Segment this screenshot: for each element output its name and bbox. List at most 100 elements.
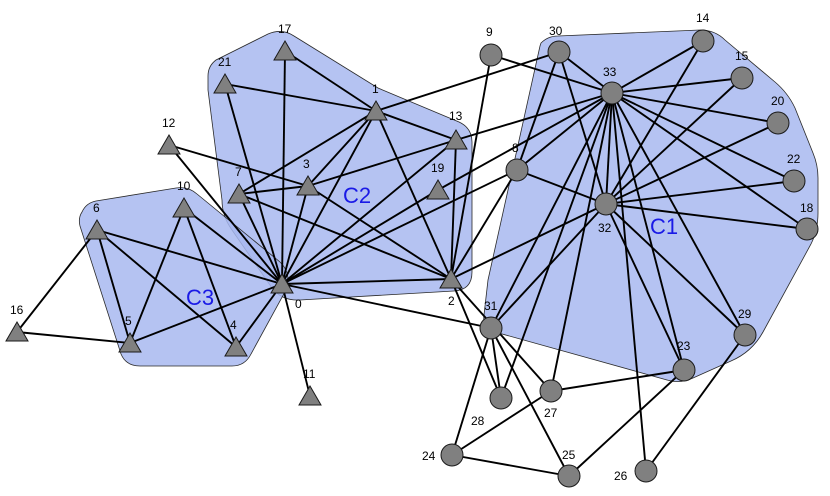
node-17: 17 — [273, 22, 297, 61]
node-26: 26 — [614, 459, 658, 483]
node-8: 8 — [505, 141, 529, 182]
node-23-circle — [672, 358, 696, 382]
edge-4-10 — [183, 207, 237, 348]
node-label-22: 22 — [787, 152, 801, 166]
node-7: 7 — [227, 165, 251, 204]
node-label-16: 16 — [10, 303, 24, 317]
edge-15-32 — [605, 77, 743, 205]
edge-0-19 — [281, 189, 439, 285]
node-label-23: 23 — [677, 339, 691, 353]
node-31: 31 — [479, 299, 503, 340]
edge-2-27 — [450, 278, 552, 392]
edge-14-33 — [611, 40, 704, 94]
node-25: 25 — [557, 448, 581, 488]
edge-8-33 — [516, 92, 613, 171]
edge-3-7 — [238, 185, 309, 195]
node-label-14: 14 — [696, 11, 710, 25]
node-20: 20 — [766, 94, 790, 135]
edge-1-13 — [375, 110, 457, 141]
edge-5-10 — [129, 207, 185, 344]
node-8-circle — [505, 158, 529, 182]
edge-29-33 — [611, 92, 746, 336]
edge-24-31 — [451, 327, 492, 456]
node-22: 22 — [782, 152, 806, 193]
node-label-13: 13 — [449, 109, 463, 123]
node-12: 12 — [157, 116, 181, 155]
node-label-0: 0 — [295, 297, 302, 311]
node-7-triangle — [227, 183, 251, 204]
edge-25-31 — [490, 327, 570, 477]
edge-0-7 — [238, 193, 283, 285]
edge-2-32 — [450, 203, 607, 280]
edge-26-33 — [611, 92, 647, 472]
edge-20-33 — [611, 92, 779, 124]
node-12-triangle — [157, 134, 181, 155]
edge-23-32 — [605, 203, 685, 371]
cluster-region-c1 — [483, 29, 819, 382]
edge-1-17 — [284, 50, 377, 112]
edge-31-33 — [490, 92, 613, 329]
node-label-12: 12 — [162, 116, 176, 130]
node-3: 3 — [296, 157, 320, 196]
edge-0-21 — [224, 83, 283, 285]
edge-24-25 — [451, 454, 570, 477]
node-9-circle — [479, 43, 503, 67]
edge-0-1 — [281, 110, 377, 285]
node-15: 15 — [730, 49, 754, 90]
edge-3-13 — [307, 139, 457, 187]
node-23: 23 — [672, 339, 696, 382]
node-21: 21 — [213, 55, 237, 94]
node-label-18: 18 — [800, 201, 814, 215]
edge-1-30 — [375, 51, 560, 112]
edge-6-16 — [16, 229, 98, 333]
node-4-triangle — [224, 336, 248, 357]
edge-0-4 — [235, 283, 283, 348]
edge-0-3 — [281, 185, 309, 285]
edge-5-6 — [96, 229, 131, 344]
node-33-circle — [600, 81, 624, 105]
node-24-circle — [440, 443, 464, 467]
node-6: 6 — [85, 201, 109, 240]
node-26-circle — [634, 459, 658, 483]
edge-0-6 — [96, 229, 283, 285]
node-label-4: 4 — [230, 318, 237, 332]
node-14-circle — [691, 29, 715, 53]
edge-23-33 — [611, 92, 685, 371]
node-28-circle — [489, 386, 513, 410]
node-label-21: 21 — [218, 55, 232, 69]
edge-27-33 — [550, 92, 613, 392]
node-16: 16 — [5, 303, 29, 342]
node-30: 30 — [547, 24, 571, 64]
node-5: 5 — [118, 314, 142, 353]
node-30-circle — [547, 40, 571, 64]
edge-19-33 — [437, 92, 613, 191]
node-4: 4 — [224, 318, 248, 357]
node-3-triangle — [296, 175, 320, 196]
node-label-26: 26 — [614, 469, 628, 483]
edge-2-28 — [450, 278, 502, 399]
edge-0-11 — [281, 283, 311, 397]
node-16-triangle — [5, 321, 29, 342]
edge-2-3 — [307, 185, 452, 280]
node-18-circle — [795, 217, 819, 241]
node-label-28: 28 — [471, 414, 485, 428]
node-29: 29 — [733, 307, 757, 347]
edge-24-27 — [451, 390, 552, 456]
edge-30-32 — [558, 51, 607, 205]
node-29-circle — [733, 323, 757, 347]
edge-1-7 — [238, 110, 377, 195]
node-9: 9 — [479, 25, 503, 67]
node-6-triangle — [85, 219, 109, 240]
node-label-31: 31 — [484, 299, 498, 313]
edge-0-10 — [183, 207, 283, 285]
edge-1-2 — [375, 110, 452, 280]
edge-0-13 — [281, 139, 457, 285]
node-label-25: 25 — [562, 448, 576, 462]
node-label-3: 3 — [303, 157, 310, 171]
edge-2-13 — [450, 139, 457, 280]
node-32-circle — [594, 192, 618, 216]
cluster-label-c3: C3 — [186, 285, 214, 310]
node-label-6: 6 — [93, 201, 100, 215]
node-5-triangle — [118, 332, 142, 353]
